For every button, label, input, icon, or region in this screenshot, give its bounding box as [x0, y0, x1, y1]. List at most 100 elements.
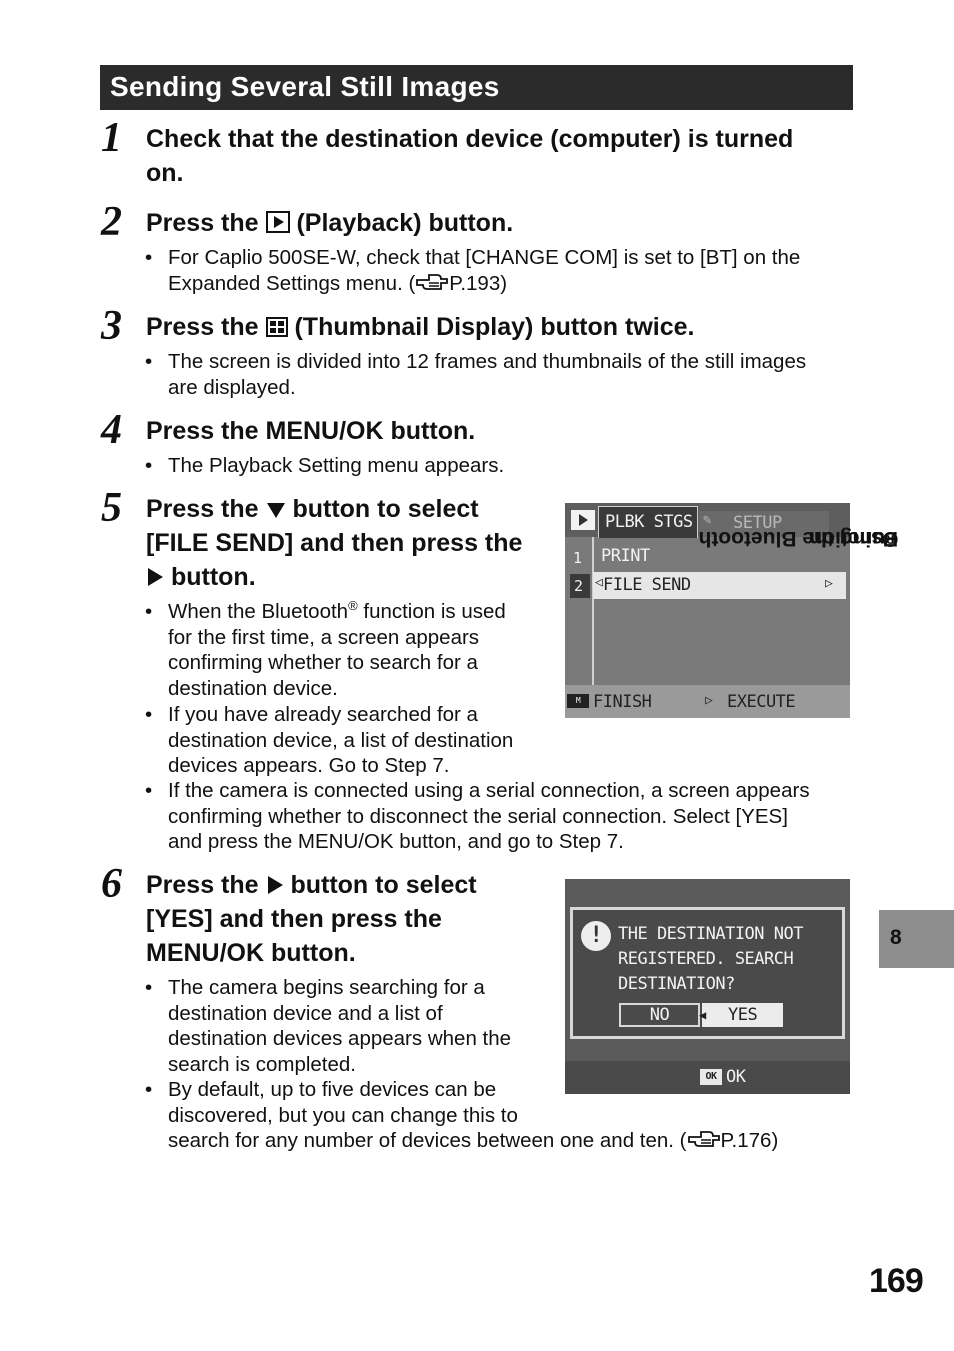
step-5-title-line2: [FILE SEND] and then press the — [146, 529, 523, 557]
selection-left-arrow-icon: ◀ — [699, 1008, 706, 1022]
step-3-number: 3 — [101, 303, 122, 349]
dialog-message-line3: DESTINATION? — [618, 974, 735, 994]
destination-search-screen: ! THE DESTINATION NOT REGISTERED. SEARCH… — [565, 879, 850, 1094]
screen-footer: M FINISH ▷ EXECUTE — [565, 685, 850, 718]
step-6-b2-line1: By default, up to five devices can be — [168, 1078, 497, 1101]
step-1-title: Check that the destination device (compu… — [146, 122, 793, 190]
dialog-message: THE DESTINATION NOT REGISTERED. SEARCH D… — [618, 922, 803, 997]
section-title: Sending Several Still Images — [110, 71, 500, 102]
step-3-title: Press the (Thumbnail Display) button twi… — [146, 310, 694, 344]
step-6-b1-line2: destination device and a list of — [168, 1001, 443, 1025]
footer-ok-label: OK — [726, 1067, 746, 1087]
step-5-bullet-3: • If the camera is connected using a ser… — [145, 778, 858, 855]
chapter-tab[interactable]: 8 — [879, 910, 954, 968]
step-6-title-line1: Press the button to select — [146, 868, 556, 902]
right-triangle-icon — [148, 568, 163, 586]
submenu-arrow-icon: ▷ — [825, 576, 833, 591]
step-4-bullet: • The Playback Setting menu appears. — [145, 453, 858, 479]
setup-tab-icon: ✎ — [703, 512, 711, 528]
tab-setup-label: SETUP — [733, 513, 782, 533]
step-6-title-line2: [YES] and then press the — [146, 905, 442, 933]
page-number: 169 — [869, 1262, 924, 1300]
playback-button-icon — [265, 211, 290, 233]
registered-mark: ® — [348, 598, 358, 614]
step-2-number: 2 — [101, 199, 122, 245]
step-1-title-line2: on. — [146, 159, 184, 187]
page-reference-hand-icon[interactable] — [415, 272, 449, 292]
step-5-title-line1: Press the button to select — [146, 492, 556, 526]
right-triangle-icon — [267, 876, 283, 894]
dialog-no-button[interactable]: NO — [619, 1003, 700, 1027]
menu-item-file-send-label: FILE SEND — [603, 575, 691, 595]
step-2-bullet-line2-text: Expanded Settings menu. ( — [168, 271, 416, 295]
step-6-title: Press the button to select [YES] and the… — [146, 868, 556, 970]
step-6-b1-line4: search is completed. — [168, 1053, 357, 1077]
step-3-bullet-line1: The screen is divided into 12 frames and… — [168, 350, 807, 373]
menu-item-2-number: 2 — [574, 577, 583, 595]
step-6-title-line3: MENU/OK button. — [146, 939, 356, 967]
step-6-b2-line2: discovered, but you can change this to — [168, 1103, 518, 1127]
step-5-b1-line1-pre: When the Bluetooth — [168, 600, 349, 623]
step-2-bullet-line1: For Caplio 500SE-W, check that [CHANGE C… — [168, 246, 801, 269]
step-5-number: 5 — [101, 485, 122, 531]
playback-tab-icon — [571, 510, 595, 530]
selection-left-arrow-icon: ◁ — [595, 575, 603, 590]
step-5-bullet-2: • If you have already searched for a des… — [145, 702, 558, 779]
step-6-number: 6 — [101, 861, 122, 907]
step-5-b1-line1: When the Bluetooth® function is used — [168, 599, 558, 625]
step-2-bullet: • For Caplio 500SE-W, check that [CHANGE… — [145, 245, 858, 297]
execute-arrow-icon: ▷ — [705, 693, 713, 708]
step-4-bullet-text: The Playback Setting menu appears. — [168, 454, 505, 477]
step-6-page-ref[interactable]: P.176) — [720, 1129, 779, 1153]
step-5-b1-line4: destination device. — [168, 677, 338, 701]
step-5-b3-line2: confirming whether to disconnect the ser… — [168, 804, 788, 828]
dialog-no-label: NO — [649, 1005, 670, 1025]
step-6-bullet-1: • The camera begins searching for a dest… — [145, 975, 558, 1078]
bullet-dot: • — [145, 350, 153, 373]
bullet-dot: • — [145, 454, 153, 477]
screen-footer: OK OK — [565, 1061, 850, 1094]
step-1-number: 1 — [101, 115, 122, 161]
step-3-title-post: (Thumbnail Display) button twice. — [294, 313, 695, 341]
step-3-title-pre: Press the — [146, 313, 259, 341]
step-5-b1-line1-post: function is used — [357, 600, 506, 623]
chapter-title-post: Function — [809, 527, 898, 550]
step-2-title-pre: Press the — [146, 209, 259, 237]
step-2-bullet-line2: Expanded Settings menu. ( P.193) — [168, 271, 858, 297]
bullet-dot: • — [145, 600, 153, 623]
step-3-bullet-line2: are displayed. — [168, 375, 296, 399]
step-5-title-post: button to select — [292, 495, 479, 523]
step-2-title-post: (Playback) button. — [296, 209, 514, 237]
step-4-title: Press the MENU/OK button. — [146, 417, 476, 445]
step-2-page-ref[interactable]: P.193) — [449, 271, 508, 295]
step-5-b3-line3: and press the MENU/OK button, and go to … — [168, 830, 624, 854]
footer-execute-label: EXECUTE — [727, 692, 796, 712]
step-1-title-line1: Check that the destination device (compu… — [146, 125, 794, 153]
step-5-b2-line2: destination device, a list of destinatio… — [168, 728, 514, 752]
tab-setup[interactable]: ✎ SETUP — [699, 511, 829, 537]
dialog-yes-button[interactable]: ◀ YES — [699, 1003, 783, 1027]
chapter-side-title: Using the Bluetooth® Function — [698, 527, 898, 550]
bullet-dot: • — [145, 976, 153, 999]
dialog-yes-label: YES — [728, 1005, 758, 1025]
step-4-number: 4 — [101, 407, 122, 453]
section-heading-bar: Sending Several Still Images — [100, 65, 853, 110]
footer-finish-label: FINISH — [593, 692, 652, 712]
tab-plbk-stgs-label: PLBK STGS — [605, 512, 693, 532]
step-6-bullet-2: • By default, up to five devices can be … — [145, 1077, 858, 1154]
step-2-title: Press the (Playback) button. — [146, 206, 513, 240]
menu-item-2-number-box: 2 — [570, 574, 590, 598]
tab-plbk-stgs[interactable]: PLBK STGS — [598, 506, 698, 538]
step-5-title-pre: Press the — [146, 495, 259, 523]
step-5-bullet-1: • When the Bluetooth® function is used f… — [145, 599, 558, 702]
menu-item-file-send[interactable]: ◁ FILE SEND ▷ — [593, 572, 846, 599]
page-reference-hand-icon[interactable] — [687, 1129, 721, 1149]
menu-divider — [592, 537, 594, 685]
step-6-b1-line1: The camera begins searching for a — [168, 976, 485, 999]
menu-button-icon: M — [567, 694, 589, 708]
playback-settings-screen: PLBK STGS ✎ SETUP 1 PRINT 2 ◁ FILE SEND … — [565, 503, 850, 718]
step-5-title-line3-text: button. — [170, 563, 256, 591]
step-5-b2-line1: If you have already searched for a — [168, 703, 478, 726]
menu-item-print[interactable]: PRINT — [601, 546, 650, 566]
warning-exclamation-icon: ! — [581, 921, 611, 951]
